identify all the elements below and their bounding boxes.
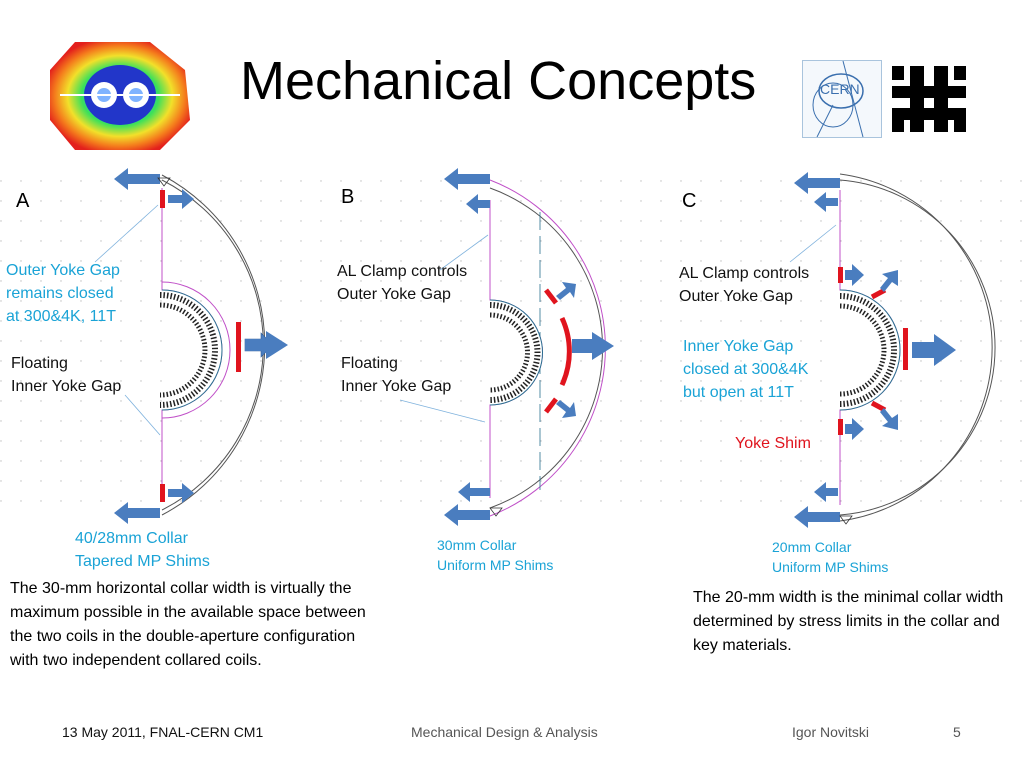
- concept-a-inner-gap-note: Floating Inner Yoke Gap: [11, 355, 122, 395]
- footer-page-number: 5: [953, 724, 961, 740]
- concept-b-collar-note: 30mm Collar Uniform MP Shims: [437, 537, 554, 573]
- concept-a-letter: A: [16, 190, 30, 212]
- concept-a-outer-gap-note: Outer Yoke Gap remains closed at 300&4K,…: [6, 262, 120, 325]
- concept-c-yoke-shim-note: Yoke Shim: [735, 435, 811, 452]
- footer-date: 13 May 2011, FNAL-CERN CM1: [62, 724, 264, 740]
- panel-c-drawing: [789, 172, 996, 528]
- concept-c-description: The 20-mm width is the minimal collar wi…: [693, 589, 1004, 654]
- panel-a-drawing: [94, 168, 288, 524]
- cern-logo-text: CERN: [820, 81, 860, 97]
- concept-c-inner-gap-note: Inner Yoke Gap closed at 300&4K but open…: [683, 338, 809, 401]
- panel-b-drawing: [399, 168, 614, 526]
- cern-logo-graphic: [812, 61, 864, 137]
- page-title: Mechanical Concepts: [240, 51, 757, 111]
- footer-author: Igor Novitski: [792, 724, 870, 740]
- concept-c-collar-note: 20mm Collar Uniform MP Shims: [772, 539, 889, 575]
- concept-b-inner-gap-note: Floating Inner Yoke Gap: [341, 355, 452, 395]
- concept-b-clamp-note: AL Clamp controls Outer Yoke Gap: [337, 263, 468, 303]
- concept-b-letter: B: [341, 186, 355, 208]
- concept-a-description: The 30-mm horizontal collar width is vir…: [10, 580, 366, 669]
- footer-topic: Mechanical Design & Analysis: [411, 724, 598, 740]
- concept-c-letter: C: [682, 190, 697, 212]
- concept-a-collar-note: 40/28mm Collar Tapered MP Shims: [75, 530, 210, 570]
- concept-c-clamp-note: AL Clamp controls Outer Yoke Gap: [679, 265, 810, 305]
- cern-logo: CERN: [802, 60, 882, 138]
